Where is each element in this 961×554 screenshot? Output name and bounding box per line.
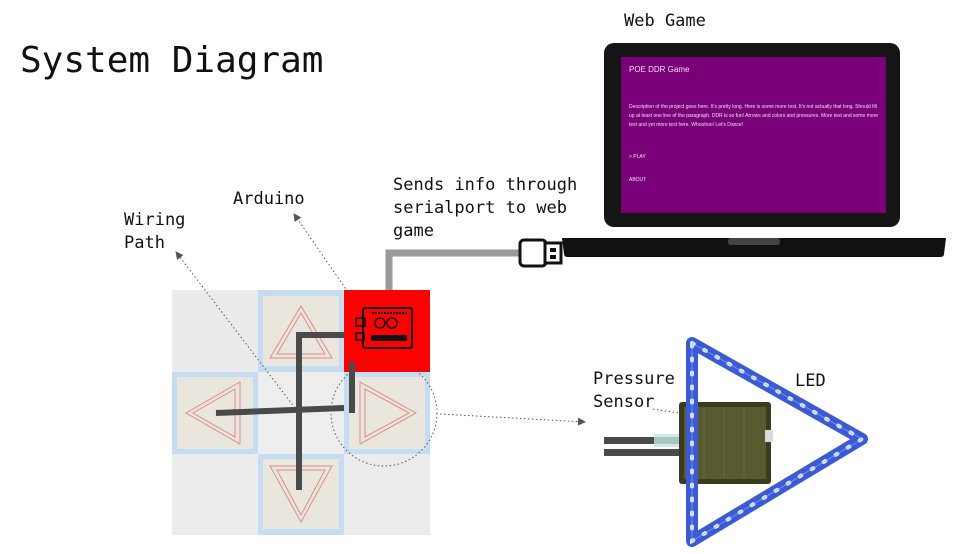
pressure-sensor-line-1: Pressure: [593, 369, 675, 389]
annotation-leaders: [175, 213, 687, 467]
arduino-label: Arduino: [233, 189, 305, 209]
diagram-title: System Diagram: [20, 40, 324, 81]
wiring-path-label-line-2: Path: [124, 233, 165, 253]
led-label: LED: [795, 371, 826, 391]
right-arrow-panel: [349, 377, 425, 449]
game-about-link: ABOUT: [629, 177, 647, 183]
led-strip-icon: [686, 337, 868, 547]
pressure-sensor-label: Pressure Sensor: [593, 368, 675, 414]
serial-info-line-3: game: [393, 221, 434, 241]
usb-plug-icon: [385, 238, 563, 298]
arduino-board-icon: [355, 307, 413, 349]
web-game-screen: POE DDR Game Description of the project …: [621, 57, 886, 213]
serial-info-line-2: serialport to web: [393, 198, 567, 218]
serial-info-label: Sends info through serialport to web gam…: [393, 174, 577, 243]
serial-info-line-1: Sends info through: [393, 175, 578, 195]
wiring-path-label: Wiring Path: [124, 209, 185, 255]
pressure-sensor-line-2: Sensor: [593, 392, 655, 412]
game-play-link: > PLAY: [629, 154, 646, 160]
web-game-label: Web Game: [624, 11, 706, 31]
game-title: POE DDR Game: [629, 65, 690, 74]
wiring-path: [215, 332, 355, 490]
game-description: Description of the project goes here. It…: [629, 104, 879, 128]
wiring-path-label-line-1: Wiring: [124, 210, 186, 230]
